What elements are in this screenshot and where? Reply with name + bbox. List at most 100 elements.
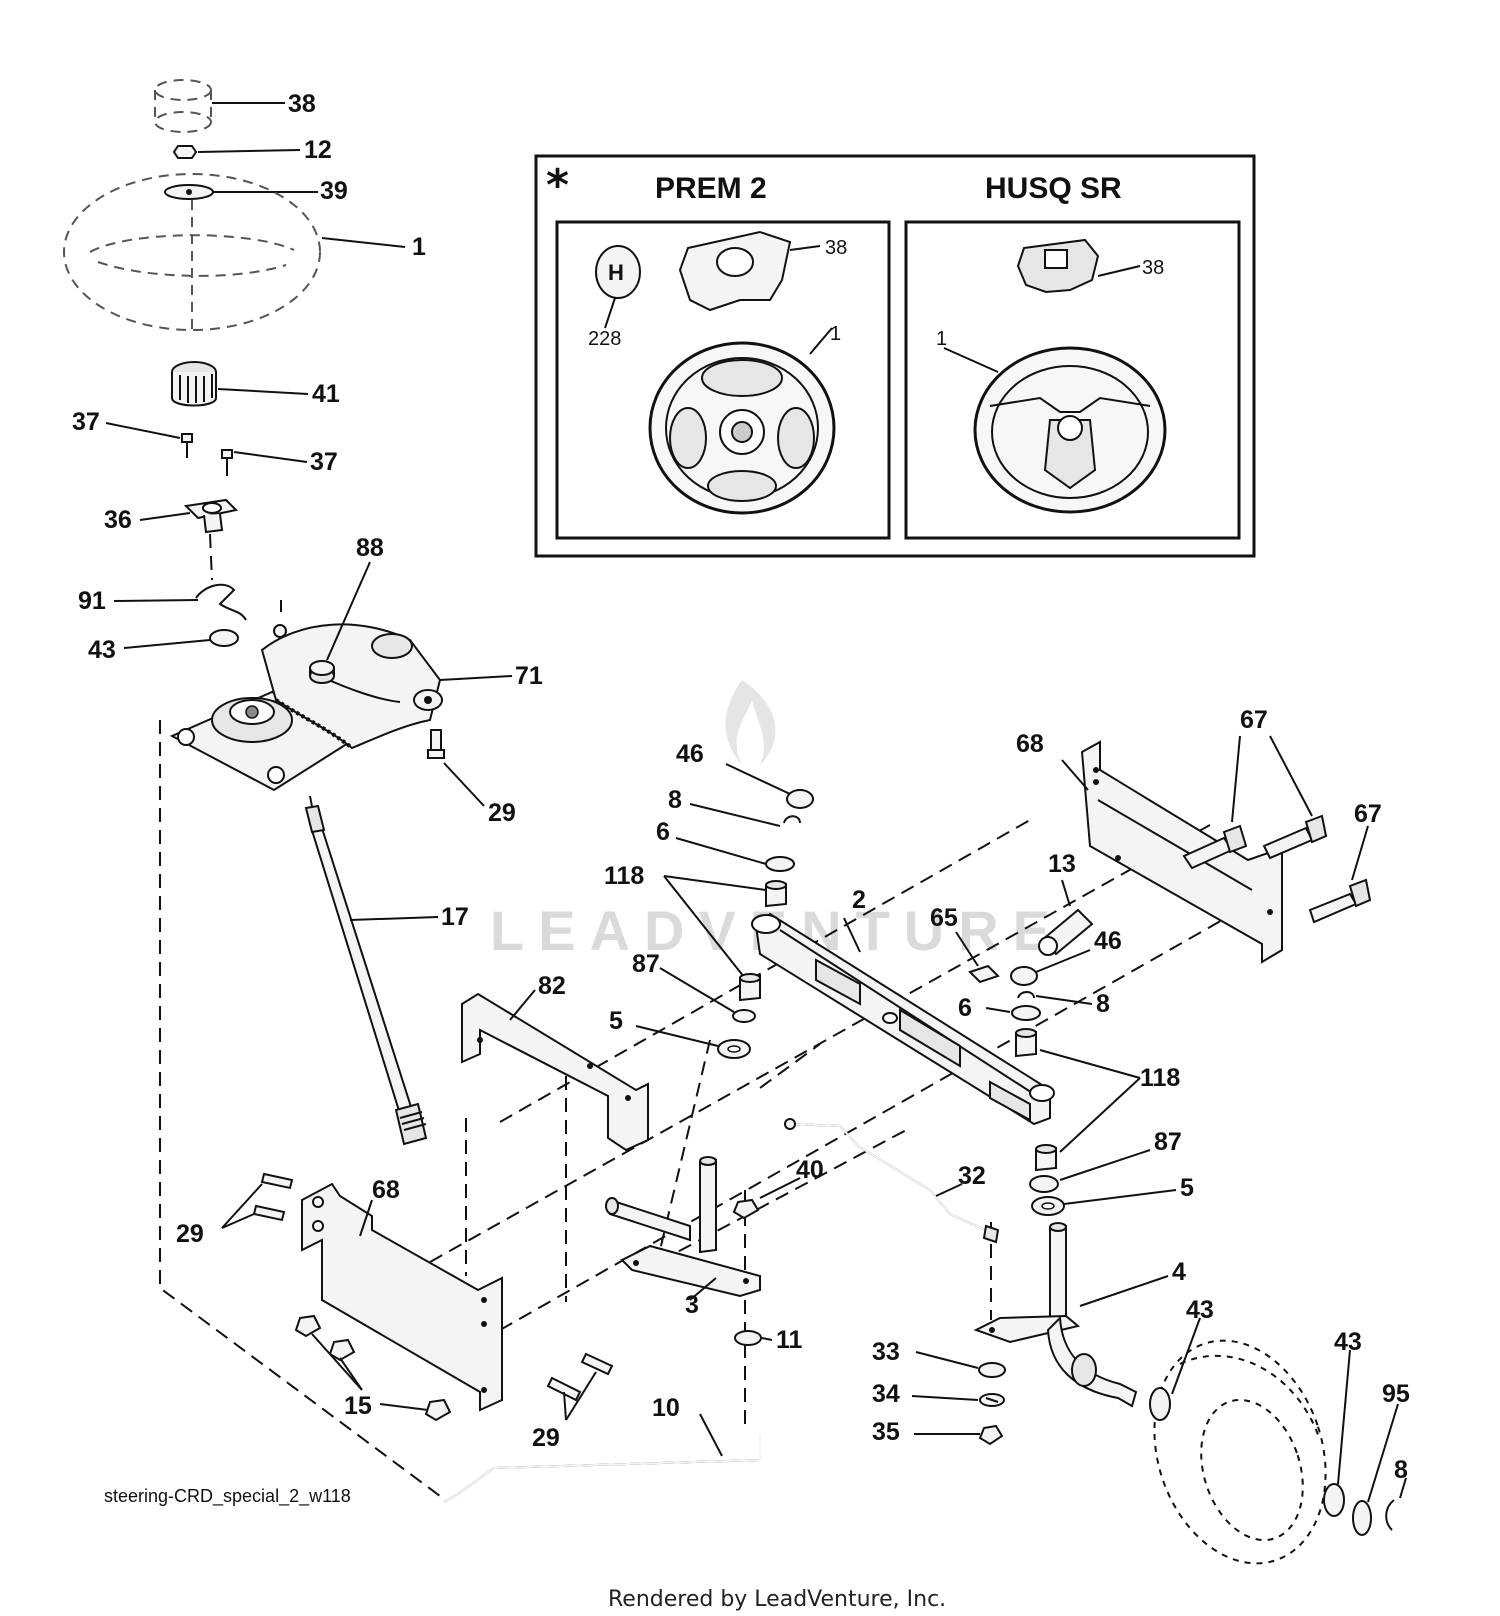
- svg-text:H: H: [608, 260, 624, 285]
- callout-15: 15: [344, 1392, 372, 1420]
- inset-panel-husq-sr: 38 1: [904, 220, 1241, 540]
- husqvarna-logo-badge-icon: H: [595, 245, 641, 299]
- nuts-15: 15: [294, 1314, 452, 1422]
- callout-68-left: 68: [372, 1176, 400, 1204]
- washer-43-wheel-outer: [1323, 1483, 1345, 1517]
- callout-36: 36: [104, 506, 132, 534]
- inset-label-38-prem2: 38: [825, 237, 847, 259]
- callout-5-left: 5: [609, 1007, 623, 1035]
- callout-4: 4: [1172, 1258, 1186, 1286]
- callout-38: 38: [288, 90, 316, 118]
- splined-adapter-41: [171, 361, 217, 407]
- bracket-82: 82: [461, 972, 649, 1152]
- steering-wheel-husq-sr-icon: [973, 346, 1167, 514]
- callout-33: 33: [872, 1338, 900, 1366]
- inset-panel-prem2: H 228 38 1: [555, 220, 891, 540]
- bolt-37-right: [221, 449, 233, 476]
- left-spindle-hardware: 46 8 6 118 87 5: [604, 740, 814, 1059]
- callout-29-gear: 29: [488, 799, 516, 827]
- bolt-37-left: [181, 433, 193, 458]
- callout-91: 91: [78, 587, 106, 615]
- callout-8-left: 8: [668, 786, 682, 814]
- callout-34: 34: [872, 1380, 900, 1408]
- callout-37-left: 37: [72, 408, 100, 436]
- front-wheel: [1153, 1339, 1327, 1565]
- callout-43-top: 43: [88, 636, 116, 664]
- callout-6-right: 6: [958, 994, 972, 1022]
- steering-cover-husq-sr-icon: [1016, 238, 1100, 294]
- callout-43-outer: 43: [1334, 1328, 1362, 1356]
- footer-credit: Rendered by LeadVenture, Inc.: [608, 1587, 946, 1612]
- callout-71: 71: [515, 662, 543, 690]
- callout-6-left: 6: [656, 818, 670, 846]
- bolts-67: 67 67: [1182, 706, 1382, 924]
- callout-39: 39: [320, 177, 348, 205]
- inset-box: * PREM 2 HUSQ SR H 228 38: [534, 154, 1256, 558]
- bolts-29-left: 29: [176, 1172, 294, 1248]
- drag-link-32: 32: [784, 1118, 1000, 1244]
- right-spindle-hardware: 65 13 46 8 6 118 87 5: [930, 850, 1194, 1216]
- steering-wheel-prem2-icon: [648, 341, 836, 515]
- callout-68-right: 68: [1016, 730, 1044, 758]
- callout-67-top: 67: [1240, 706, 1268, 734]
- callout-12: 12: [304, 136, 332, 164]
- callout-118-right: 118: [1140, 1064, 1180, 1092]
- washer-43-top: [209, 629, 239, 647]
- callout-46-right: 46: [1094, 927, 1122, 955]
- callout-13: 13: [1048, 850, 1076, 878]
- bolt-29-gear: [427, 729, 445, 759]
- callout-118-left: 118: [604, 862, 644, 890]
- callout-3: 3: [685, 1291, 699, 1319]
- diagram-id: steering-CRD_special_2_w118: [104, 1486, 351, 1507]
- washer-11: [734, 1330, 762, 1346]
- front-axle-2: 2: [751, 886, 1055, 1126]
- callout-37-right: 37: [310, 448, 338, 476]
- inset-label-228: 228: [588, 328, 621, 350]
- pin-65: [968, 964, 1000, 984]
- callout-10: 10: [652, 1394, 680, 1422]
- callout-11: 11: [776, 1326, 803, 1354]
- steering-wheel-outline: [63, 173, 321, 331]
- callout-46-left: 46: [676, 740, 704, 768]
- steering-wheel-assembly: 38 12 39 1 41 37: [63, 79, 426, 664]
- callout-2: 2: [852, 886, 866, 914]
- steering-cover-prem2-icon: [678, 230, 792, 312]
- inset-label-1-prem2: 1: [830, 323, 841, 345]
- flange-bushing-36: [183, 498, 239, 534]
- callout-43-inner: 43: [1186, 1296, 1214, 1324]
- front-bracket-68-right: 68: [1016, 730, 1283, 964]
- nut-40: [732, 1198, 760, 1220]
- washer-95: [1352, 1500, 1372, 1536]
- callout-67-right: 67: [1354, 800, 1382, 828]
- callout-35: 35: [872, 1418, 900, 1446]
- hairpin-clip-91: [195, 583, 247, 621]
- callout-5-right: 5: [1180, 1174, 1194, 1202]
- bolts-29-bottom: 29: [532, 1352, 614, 1452]
- spindle-3: 3: [605, 1156, 761, 1319]
- front-bracket-68-left: 68: [301, 1176, 503, 1412]
- callout-40: 40: [796, 1156, 824, 1184]
- washer-43-wheel-inner: [1149, 1387, 1171, 1421]
- callout-29-left: 29: [176, 1220, 204, 1248]
- callout-8-right: 8: [1096, 990, 1110, 1018]
- inset-title-prem2: PREM 2: [655, 172, 767, 205]
- callout-8-wheel: 8: [1394, 1456, 1408, 1484]
- callout-41: 41: [312, 380, 340, 408]
- callout-95: 95: [1382, 1380, 1410, 1408]
- steering-shaft-17: 17: [304, 795, 469, 1146]
- callout-87-right: 87: [1154, 1128, 1182, 1156]
- steering-gear-assembly: 71 88 29: [169, 534, 543, 827]
- callout-32: 32: [958, 1162, 986, 1190]
- e-clip-8-wheel: [1385, 1499, 1395, 1531]
- center-cap-outline: [154, 79, 212, 101]
- hardware-33-34-35: 33 34 35: [872, 1338, 1006, 1446]
- steering-rod-10: 10: [443, 1394, 761, 1503]
- callout-88: 88: [356, 534, 384, 562]
- cap-46-left: [786, 789, 814, 809]
- inset-title-husq-sr: HUSQ SR: [985, 172, 1122, 205]
- inset-label-1-husq: 1: [936, 328, 947, 350]
- callout-29-bottom: 29: [532, 1424, 560, 1452]
- callout-17: 17: [441, 903, 469, 931]
- callout-82: 82: [538, 972, 566, 1000]
- callout-65: 65: [930, 904, 958, 932]
